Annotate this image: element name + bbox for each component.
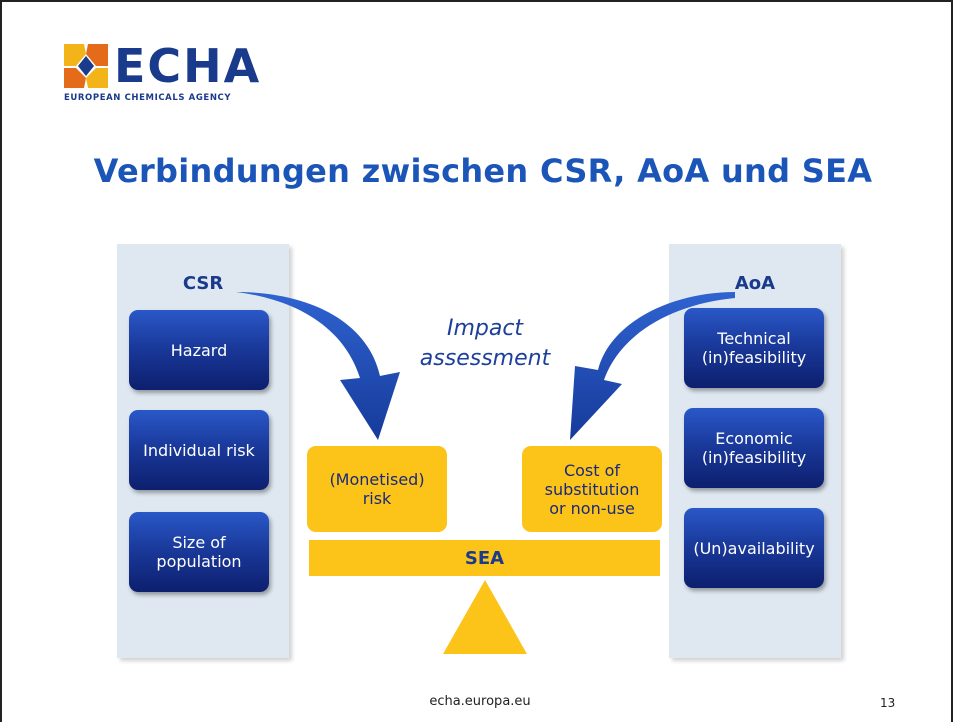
echa-logo-mark-icon (64, 44, 108, 88)
csr-box-hazard: Hazard (129, 310, 269, 390)
sea-label: SEA (464, 547, 505, 569)
csr-box-individual-risk: Individual risk (129, 410, 269, 490)
csr-panel-title: CSR (182, 273, 224, 294)
aoa-box-unavailability: (Un)availability (684, 508, 824, 588)
logo-subtitle: EUROPEAN CHEMICALS AGENCY (64, 93, 232, 103)
aoa-box-technical-infeasibility: Technical (in)feasibility (684, 308, 824, 388)
logo-wordmark: ECHA (114, 39, 262, 93)
aoa-panel-title: AoA (734, 273, 776, 294)
csr-box-size-of-population: Size of population (129, 512, 269, 592)
sea-balance-beam: SEA (309, 540, 660, 576)
footer-url: echa.europa.eu (429, 694, 531, 709)
page-number: 13 (880, 696, 896, 710)
fulcrum-triangle-icon (443, 580, 527, 654)
echa-logo: ECHA EUROPEAN CHEMICALS AGENCY (64, 38, 294, 108)
cost-of-substitution-box: Cost of substitution or non-use (522, 446, 662, 532)
page-title: Verbindungen zwischen CSR, AoA und SEA (93, 152, 873, 190)
aoa-box-economic-infeasibility: Economic (in)feasibility (684, 408, 824, 488)
monetised-risk-box: (Monetised) risk (307, 446, 447, 532)
impact-assessment-label: Impact assessment (419, 316, 551, 371)
